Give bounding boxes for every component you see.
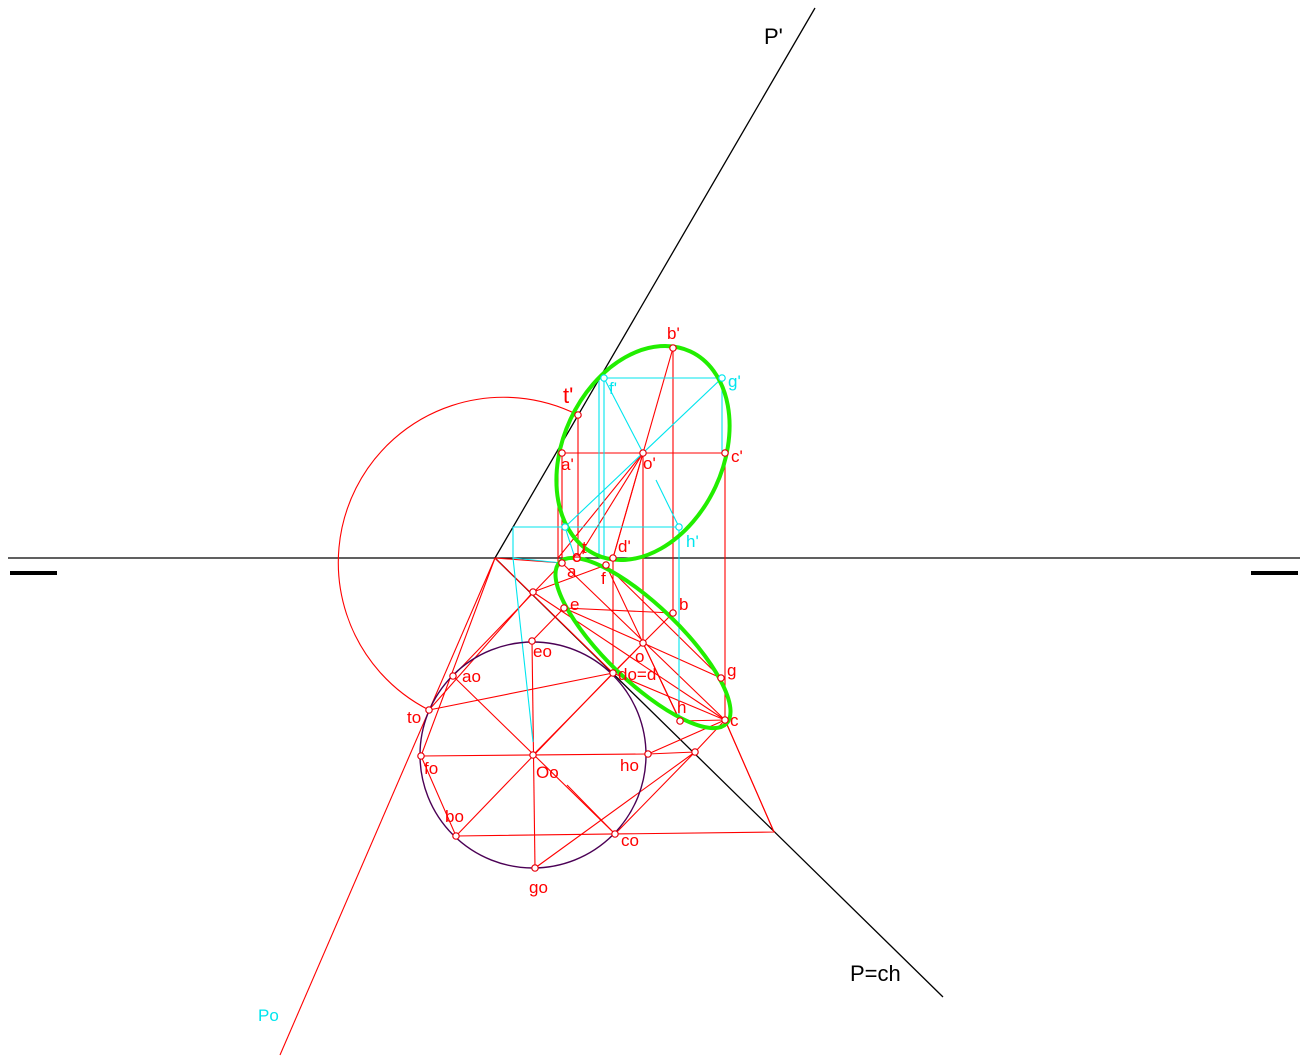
point-to xyxy=(425,706,433,714)
label-p-prime: P' xyxy=(764,24,783,49)
affinity-line-3 xyxy=(531,607,565,642)
helper-h xyxy=(655,479,680,528)
helper-f-down xyxy=(603,377,644,454)
label-h: h xyxy=(677,698,686,717)
label-a-prime: a' xyxy=(561,455,574,474)
label-d-prime: d' xyxy=(618,537,631,556)
label-e: e xyxy=(570,595,579,614)
affinity-line-5 xyxy=(563,607,674,614)
point-right-1 xyxy=(691,748,699,756)
affinity-line-8 xyxy=(605,564,722,679)
point-e-prime xyxy=(561,523,569,531)
point-c xyxy=(721,716,729,724)
point-ao xyxy=(449,672,457,680)
base-chord-4 xyxy=(647,751,696,755)
label-g-prime: g' xyxy=(728,372,741,391)
label-bo: bo xyxy=(445,807,464,826)
point-t xyxy=(573,554,581,562)
point-b-prime xyxy=(669,344,677,352)
label-po: Po xyxy=(258,1006,279,1025)
label-b-prime: b' xyxy=(667,324,680,343)
red-construction xyxy=(279,347,775,1056)
helper-sweep-3 xyxy=(564,526,576,559)
axis-lines xyxy=(8,7,1300,998)
affinity-line-1 xyxy=(428,672,614,711)
point-bo xyxy=(452,832,460,840)
point-go xyxy=(531,864,539,872)
base-chord-3 xyxy=(566,784,616,835)
base-chord-1 xyxy=(534,751,696,869)
front-ellipse xyxy=(554,344,732,562)
affinity-line-17 xyxy=(724,719,775,833)
point-t-prime xyxy=(574,411,582,419)
point-h xyxy=(676,717,684,725)
affinity-line-11 xyxy=(642,642,722,679)
front-line-1 xyxy=(557,452,644,559)
label-e-prime: e' xyxy=(572,547,585,566)
label-p-ch: P=ch xyxy=(850,961,901,986)
helper-sweep xyxy=(512,557,534,743)
point-co xyxy=(611,830,619,838)
base-chord-2 xyxy=(614,751,696,835)
point-a-prime xyxy=(558,449,566,457)
point-b xyxy=(669,609,677,617)
affinity-line-14 xyxy=(647,719,726,755)
point-o-prime xyxy=(639,449,647,457)
label-a: a xyxy=(567,562,577,581)
label-f: f xyxy=(601,569,606,588)
affinity-line-13 xyxy=(563,607,644,644)
label-c: c xyxy=(730,711,739,730)
label-t: t xyxy=(582,538,587,557)
label-eo: eo xyxy=(533,642,552,661)
label-o: o xyxy=(635,647,644,666)
affinity-line-4 xyxy=(532,591,726,721)
label-o-prime: o' xyxy=(643,454,656,473)
point-top-e xyxy=(529,588,537,596)
label-c-prime: c' xyxy=(731,447,743,466)
label-t-prime: t' xyxy=(563,383,573,408)
point-f-prime xyxy=(600,374,608,382)
point-g-prime xyxy=(718,374,726,382)
front-line-4 xyxy=(577,452,644,559)
label-b: b xyxy=(679,595,688,614)
label-to: to xyxy=(407,708,421,727)
point-g xyxy=(717,674,725,682)
top-e-line xyxy=(532,564,607,593)
label-f-prime: f' xyxy=(609,379,617,398)
point-d xyxy=(609,669,617,677)
label-go: go xyxy=(529,878,548,897)
point-f xyxy=(602,561,610,569)
point-c-prime xyxy=(721,449,729,457)
label-ao: ao xyxy=(462,667,481,686)
affinity-line-10 xyxy=(532,642,644,756)
label-co: co xyxy=(621,831,639,850)
points xyxy=(417,344,729,872)
point-e xyxy=(560,604,568,612)
point-Oo xyxy=(529,751,537,759)
label-ho: ho xyxy=(620,756,639,775)
label-h-prime: h' xyxy=(686,532,699,551)
label-g: g xyxy=(727,661,736,680)
label-fo: fo xyxy=(424,759,438,778)
rotation-arc xyxy=(337,396,579,711)
point-d-prime xyxy=(609,554,617,562)
plane-trace-po xyxy=(279,557,496,1056)
point-ho xyxy=(644,750,652,758)
point-o xyxy=(639,639,647,647)
point-a xyxy=(558,559,566,567)
label-Oo: Oo xyxy=(536,763,559,782)
label-do-d: do=d xyxy=(618,665,656,684)
labels: P' P=ch Po t' b' g' f' a' o' c' h' e' t … xyxy=(258,24,901,1025)
point-eo xyxy=(528,637,536,645)
plane-trace-p-prime xyxy=(494,7,816,559)
helper-sweep-2 xyxy=(512,557,563,564)
front-line-3 xyxy=(612,452,644,559)
point-h-prime xyxy=(675,523,683,531)
affinity-line-2 xyxy=(452,562,563,677)
point-fo xyxy=(417,752,425,760)
